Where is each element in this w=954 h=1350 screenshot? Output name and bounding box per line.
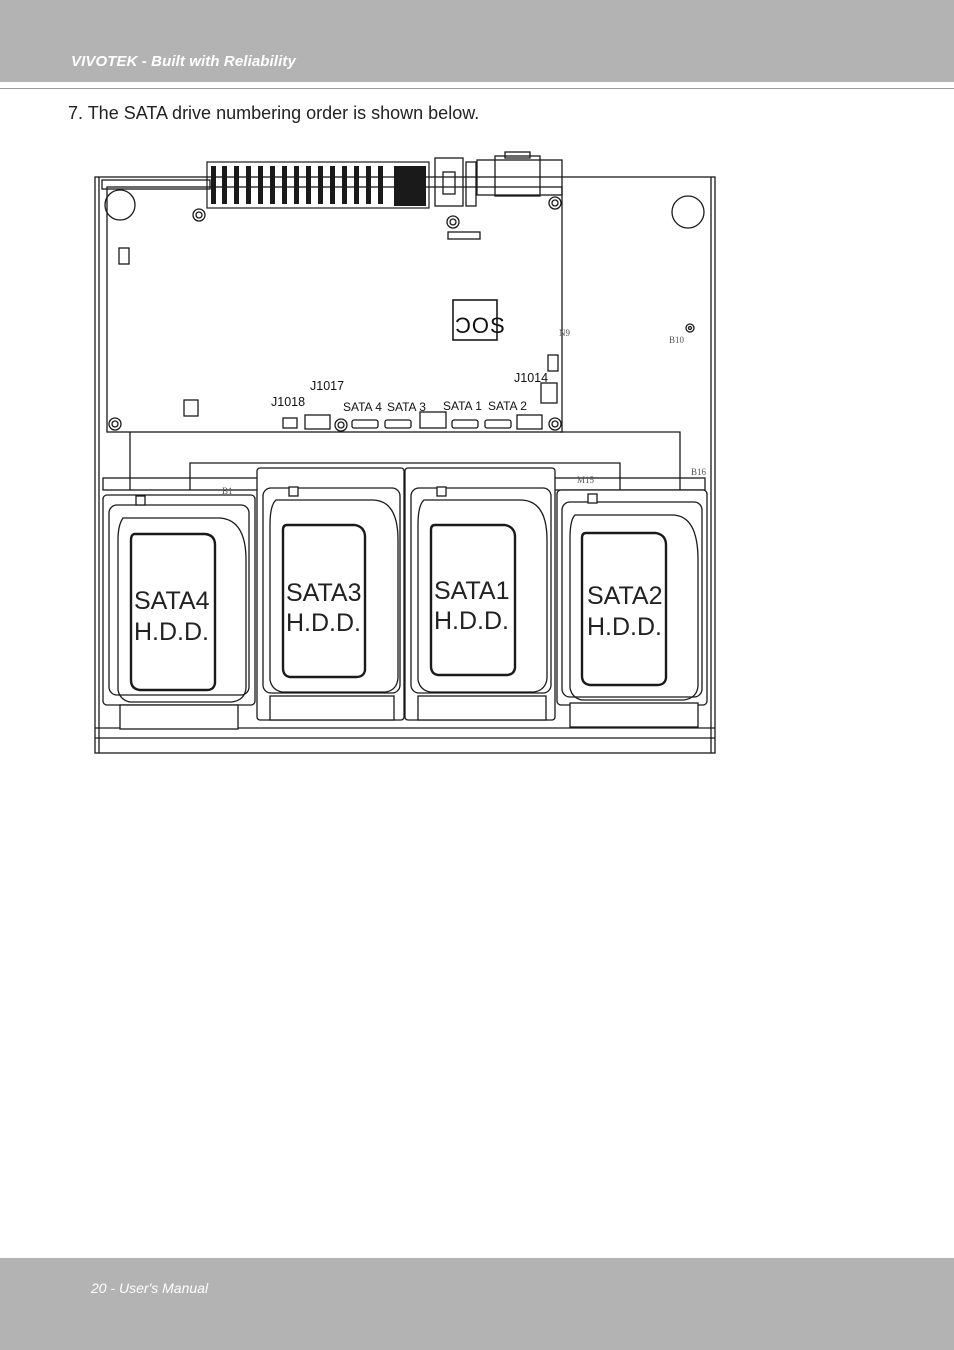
mark-n9: N9 (559, 328, 570, 338)
drive-label-4-line2: H.D.D. (587, 613, 662, 641)
drive-bay-sata2 (556, 489, 708, 728)
drive-label-1-line1: SATA4 (134, 587, 210, 615)
chassis-hole-left (104, 189, 136, 221)
footer-bar (0, 1258, 954, 1350)
mark-b10: B10 (669, 335, 685, 345)
drive-label-2-line2: H.D.D. (286, 609, 361, 637)
header-bar (0, 0, 954, 82)
motherboard (106, 186, 563, 433)
rear-io-block (206, 161, 430, 209)
label-j1014: J1014 (514, 371, 548, 385)
chassis-hole-right (671, 195, 705, 229)
label-j1017: J1017 (310, 379, 344, 393)
mark-m15: M15 (577, 475, 595, 485)
drive-bay-sata3 (256, 467, 405, 721)
sata1-connector (451, 419, 479, 429)
drive-label-3-line2: H.D.D. (434, 607, 509, 635)
label-sata2: SATA 2 (488, 399, 527, 413)
drive-label-2-line1: SATA3 (286, 579, 362, 607)
sata3-connector (384, 419, 412, 429)
mark-b1: B1 (222, 486, 233, 496)
drive-label-4-line1: SATA2 (587, 582, 663, 610)
drive-bay-sata4 (102, 494, 256, 730)
label-sata1: SATA 1 (443, 399, 482, 413)
j1014-connector (516, 414, 543, 430)
sata2-connector (484, 419, 512, 429)
j1017-connector (304, 414, 331, 430)
drive-label-3-line1: SATA1 (434, 577, 510, 605)
chipset-logo-glyph: ƆOS (455, 313, 506, 338)
j1018-connector (282, 417, 298, 429)
rear-port-stripes (211, 166, 426, 206)
label-sata3: SATA 3 (387, 400, 426, 414)
step-instruction: 7. The SATA drive numbering order is sho… (68, 103, 480, 123)
header-title: VIVOTEK - Built with Reliability (71, 53, 296, 70)
label-sata4: SATA 4 (343, 400, 382, 414)
drive-bay-sata1 (404, 467, 556, 721)
footer-page-number: 20 - User's Manual (91, 1280, 209, 1296)
mark-b16: B16 (691, 467, 707, 477)
sata4-connector (351, 419, 379, 429)
label-j1018: J1018 (271, 395, 305, 409)
header-rule (0, 88, 954, 89)
drive-label-1-line2: H.D.D. (134, 618, 209, 646)
chipset-logo-box (452, 299, 498, 341)
